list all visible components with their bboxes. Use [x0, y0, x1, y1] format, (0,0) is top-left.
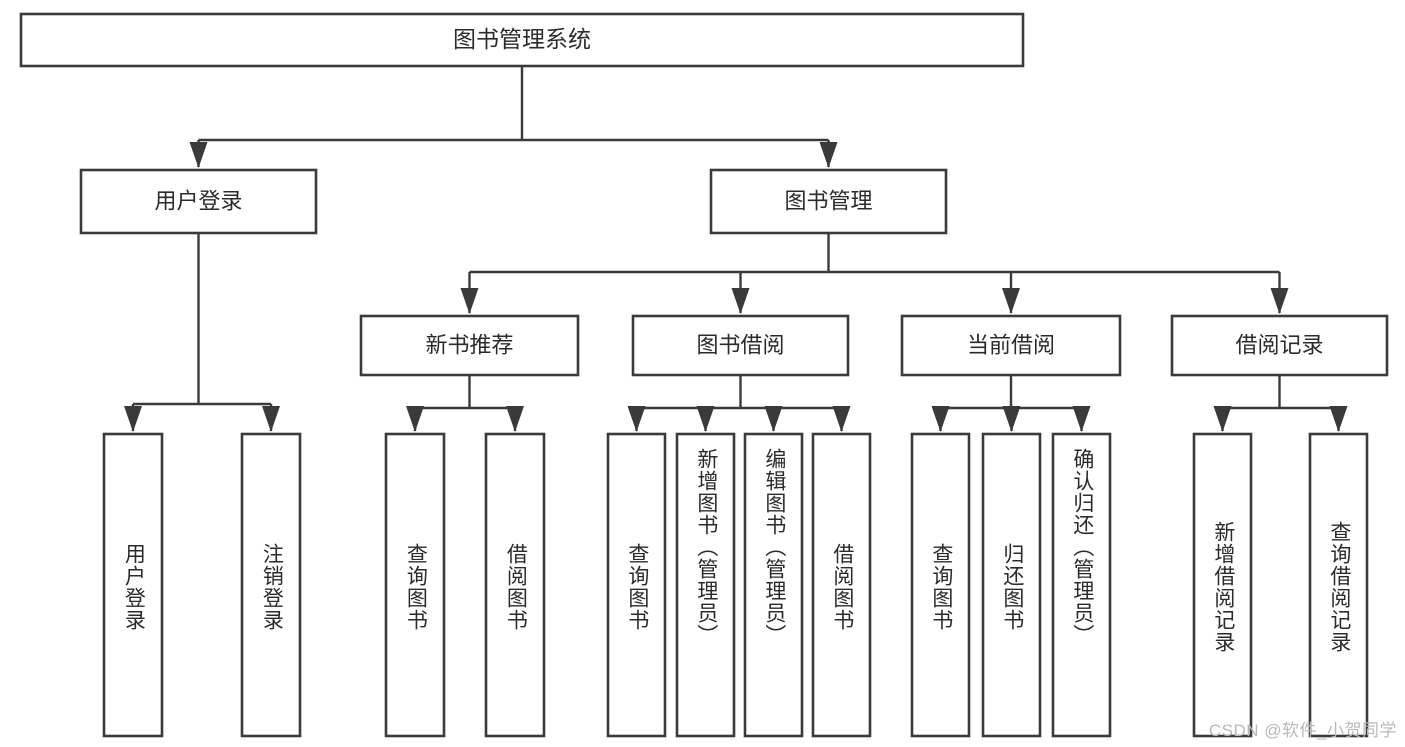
- node-box-leaf-user-login[interactable]: [102, 432, 164, 738]
- arrow-head: [460, 288, 479, 314]
- arrow-head: [731, 288, 750, 314]
- edges-layer: [124, 66, 1348, 432]
- node-box-leaf-query-book-2[interactable]: [606, 432, 667, 738]
- arrow-head: [1270, 288, 1289, 314]
- node-box-leaf-confirm-return[interactable]: [1051, 432, 1112, 738]
- arrow-head: [189, 142, 208, 168]
- node-label: 图书管理系统: [453, 26, 591, 52]
- node-box-leaf-borrow-book-1[interactable]: [484, 432, 546, 738]
- arrow-head: [124, 406, 142, 432]
- node-box-leaf-query-book-3[interactable]: [910, 432, 971, 738]
- arrow-head: [931, 406, 950, 432]
- boxes-layer: [19, 12, 1389, 738]
- node-box-leaf-user-logout[interactable]: [240, 432, 302, 738]
- arrow-head: [819, 142, 838, 168]
- arrow-head: [1002, 288, 1020, 314]
- node-box-leaf-return-book[interactable]: [981, 432, 1042, 738]
- node-box-book-manage[interactable]: [709, 168, 948, 235]
- arrow-head: [832, 406, 851, 432]
- watermark-text: CSDN @软件_小贺同学: [1208, 721, 1397, 740]
- arrow-head: [764, 406, 783, 432]
- arrow-head: [1213, 406, 1232, 432]
- node-box-leaf-add-record[interactable]: [1192, 432, 1253, 738]
- node-box-leaf-borrow-book-2[interactable]: [811, 432, 872, 738]
- node-box-root[interactable]: [19, 12, 1025, 68]
- node-label: 图书管理: [784, 188, 872, 213]
- arrow-head: [262, 406, 280, 432]
- arrow-head: [696, 406, 715, 432]
- node-box-borrow-record[interactable]: [1170, 314, 1389, 377]
- node-label: 图书借阅: [696, 332, 784, 357]
- arrow-head: [1002, 406, 1021, 432]
- node-label: 新书推荐: [425, 332, 513, 357]
- arrow-head: [1072, 406, 1091, 432]
- node-box-user-login[interactable]: [79, 168, 318, 235]
- arrow-head: [627, 406, 646, 432]
- node-box-new-book-rec[interactable]: [359, 314, 580, 377]
- arrow-head: [406, 406, 424, 432]
- node-box-leaf-query-record[interactable]: [1308, 432, 1369, 738]
- node-label: 当前借阅: [967, 332, 1055, 357]
- node-box-leaf-edit-book[interactable]: [743, 432, 804, 738]
- node-label: 借阅记录: [1235, 332, 1323, 357]
- arrow-head: [506, 406, 524, 432]
- node-box-current-borrow[interactable]: [900, 314, 1122, 377]
- node-box-leaf-query-book-1[interactable]: [384, 432, 446, 738]
- node-label: 用户登录: [154, 188, 242, 213]
- node-box-leaf-add-book[interactable]: [675, 432, 736, 738]
- arrow-head: [1329, 406, 1348, 432]
- node-box-book-borrow[interactable]: [631, 314, 850, 377]
